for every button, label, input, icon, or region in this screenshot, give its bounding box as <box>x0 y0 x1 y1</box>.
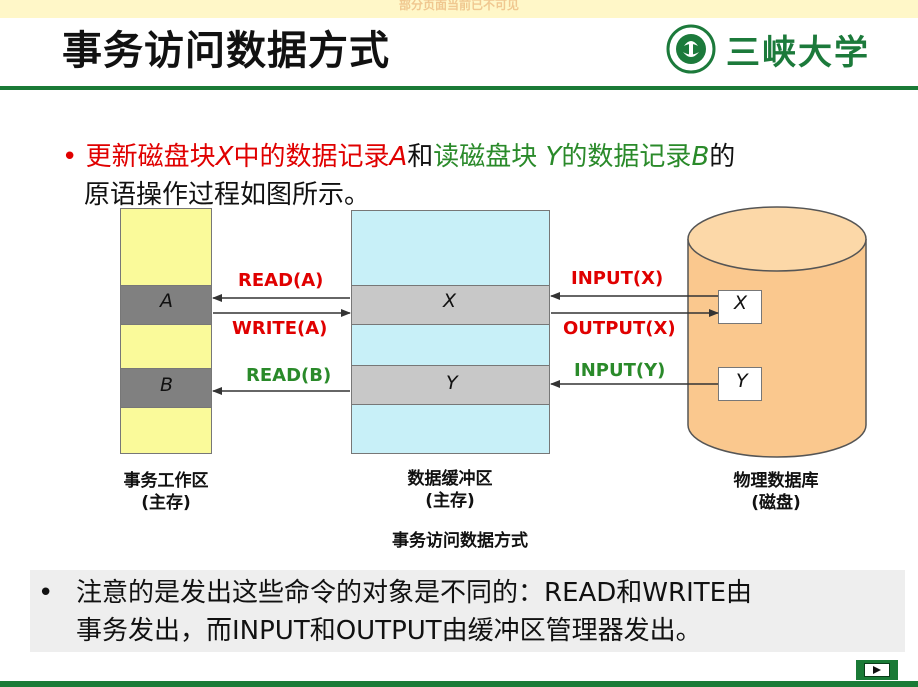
note-text: 注意的是发出这些命令的对象是不同的：READ和WRITE由 事务发出，而INPU… <box>76 574 896 650</box>
note-line2: 事务发出，而INPUT和OUTPUT由缓冲区管理器发出。 <box>76 612 896 650</box>
footer-divider <box>0 681 918 687</box>
disk-caption: 物理数据库 (磁盘) <box>706 470 846 514</box>
buffer-area-caption-line2: (主存) <box>380 490 520 512</box>
label-read-b: READ(B) <box>246 365 331 386</box>
work-area-caption-line1: 事务工作区 <box>96 470 236 492</box>
next-slide-button[interactable] <box>856 660 898 680</box>
label-output-x: OUTPUT(X) <box>563 318 676 339</box>
buffer-area-caption-line1: 数据缓冲区 <box>380 468 520 490</box>
note-line1: 注意的是发出这些命令的对象是不同的：READ和WRITE由 <box>76 574 896 612</box>
label-input-x: INPUT(X) <box>571 268 663 289</box>
buffer-area-caption: 数据缓冲区 (主存) <box>380 468 520 512</box>
disk-caption-line2: (磁盘) <box>706 492 846 514</box>
work-area-caption: 事务工作区 (主存) <box>96 470 236 514</box>
diagram-caption: 事务访问数据方式 <box>350 530 570 552</box>
label-input-y: INPUT(Y) <box>574 360 665 381</box>
work-area-caption-line2: (主存) <box>96 492 236 514</box>
note-box: • 注意的是发出这些命令的对象是不同的：READ和WRITE由 事务发出，而IN… <box>30 570 905 652</box>
play-icon <box>864 663 890 677</box>
disk-caption-line1: 物理数据库 <box>706 470 846 492</box>
note-bullet-dot: • <box>38 574 53 612</box>
label-write-a: WRITE(A) <box>232 318 327 339</box>
label-read-a: READ(A) <box>238 270 323 291</box>
